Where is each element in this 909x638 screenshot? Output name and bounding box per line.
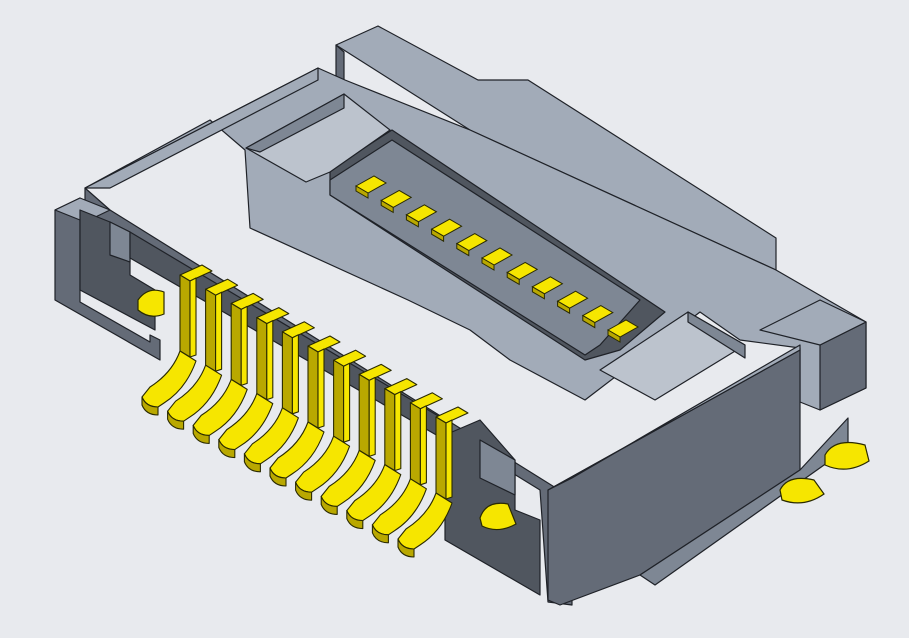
rear-contact: [506, 261, 539, 286]
rear-contact: [531, 276, 564, 300]
hold-down-left: [137, 289, 165, 317]
right-side-block-top: [759, 299, 867, 346]
front-contact: [320, 363, 392, 515]
front-contact: [243, 321, 315, 473]
front-contact: [346, 378, 418, 530]
left-top-recess-wall: [245, 93, 345, 153]
rear-contact: [430, 218, 463, 243]
front-contact: [192, 292, 264, 444]
front-contact: [167, 278, 239, 430]
rear-contact: [354, 175, 388, 199]
right-end-top: [547, 344, 801, 491]
rear-contact: [606, 319, 640, 343]
right-top-recess-wall: [687, 311, 746, 359]
rear-contact: [556, 290, 589, 315]
hold-down-right-rear-a: [779, 477, 825, 504]
housing-top-left: [84, 67, 319, 189]
front-contacts: [141, 264, 469, 558]
front-contact: [269, 335, 341, 487]
rear-contact: [405, 204, 438, 228]
front-contact: [295, 349, 367, 501]
rear-contact: [480, 247, 514, 271]
front-contact: [371, 392, 443, 544]
front-contact: [141, 264, 213, 416]
hold-down-right-front: [479, 502, 517, 531]
rear-contact: [581, 305, 614, 329]
right-end-pocket-inner: [479, 439, 516, 496]
front-contact: [397, 406, 469, 558]
left-end-pocket-inner: [109, 221, 131, 263]
connector-housing: [54, 25, 867, 606]
right-lower-ledge: [639, 417, 849, 586]
rear-contact: [380, 189, 413, 214]
front-contact: [218, 307, 290, 459]
rear-contact: [455, 233, 488, 257]
hold-down-tabs: [137, 289, 870, 531]
rear-contacts: [354, 175, 640, 343]
hold-down-right-rear-b: [824, 442, 870, 470]
